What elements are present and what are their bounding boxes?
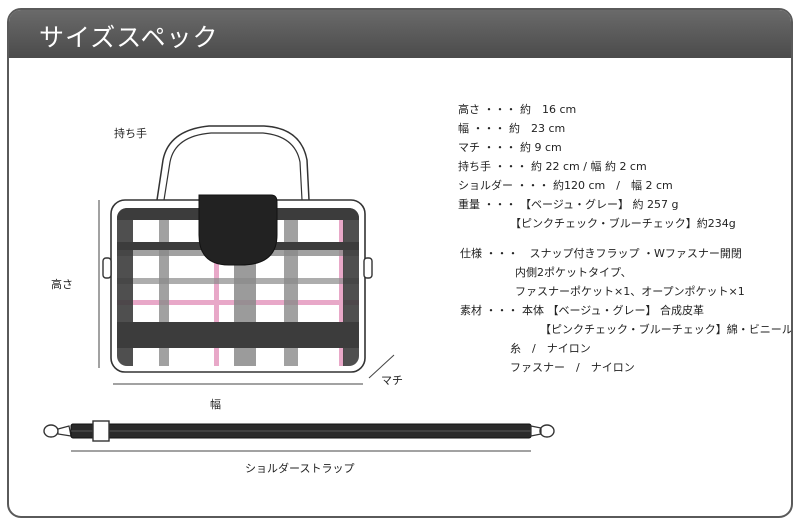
spec-weight-1: 重量 ・・・ 【ベージュ・グレー】 約 257 g xyxy=(458,198,679,211)
spec-weight-2: 【ピンクチェック・ブルーチェック】約234g xyxy=(510,217,736,230)
bag-diagram xyxy=(43,125,555,452)
spec-width: 幅 ・・・ 約 23 cm xyxy=(458,122,566,135)
header-bar: サイズスペック xyxy=(9,10,791,58)
strap-label: ショルダーストラップ xyxy=(245,462,355,475)
shoulder-strap xyxy=(43,420,555,442)
side-ring-right xyxy=(363,257,373,279)
spec-material-2: 【ピンクチェック・ブルーチェック】綿・ビニール xyxy=(540,323,793,336)
height-label: 高さ xyxy=(51,278,73,291)
side-ring-left xyxy=(102,257,112,279)
size-spec-card: サイズスペック xyxy=(7,8,793,518)
bag-flap xyxy=(198,194,278,266)
depth-dimension-line xyxy=(368,354,395,379)
spec-material-1: 素材 ・・・ 本体 【ベージュ・グレー】 合成皮革 xyxy=(460,304,704,317)
spec-depth: マチ ・・・ 約 9 cm xyxy=(458,141,562,154)
spec-material-4: ファスナー / ナイロン xyxy=(510,361,635,374)
depth-label: マチ xyxy=(381,374,403,387)
handle-label: 持ち手 xyxy=(114,127,147,140)
spec-height: 高さ ・・・ 約 16 cm xyxy=(458,103,577,116)
spec-spec-2: 内側2ポケットタイプ、 xyxy=(515,266,632,279)
spec-spec-1: 仕様 ・・・ スナップ付きフラップ ・Wファスナー開閉 xyxy=(460,247,742,260)
spec-material-3: 糸 / ナイロン xyxy=(510,342,591,355)
spec-spec-3: ファスナーポケット×1、オープンポケット×1 xyxy=(515,285,745,298)
bag-handle xyxy=(156,125,310,201)
width-label: 幅 xyxy=(210,398,221,411)
header-title: サイズスペック xyxy=(39,23,219,52)
bag-handle-inner xyxy=(163,132,303,201)
spec-handle: 持ち手 ・・・ 約 22 cm / 幅 約 2 cm xyxy=(458,160,647,173)
spec-shoulder: ショルダー ・・・ 約120 cm / 幅 2 cm xyxy=(458,179,673,192)
